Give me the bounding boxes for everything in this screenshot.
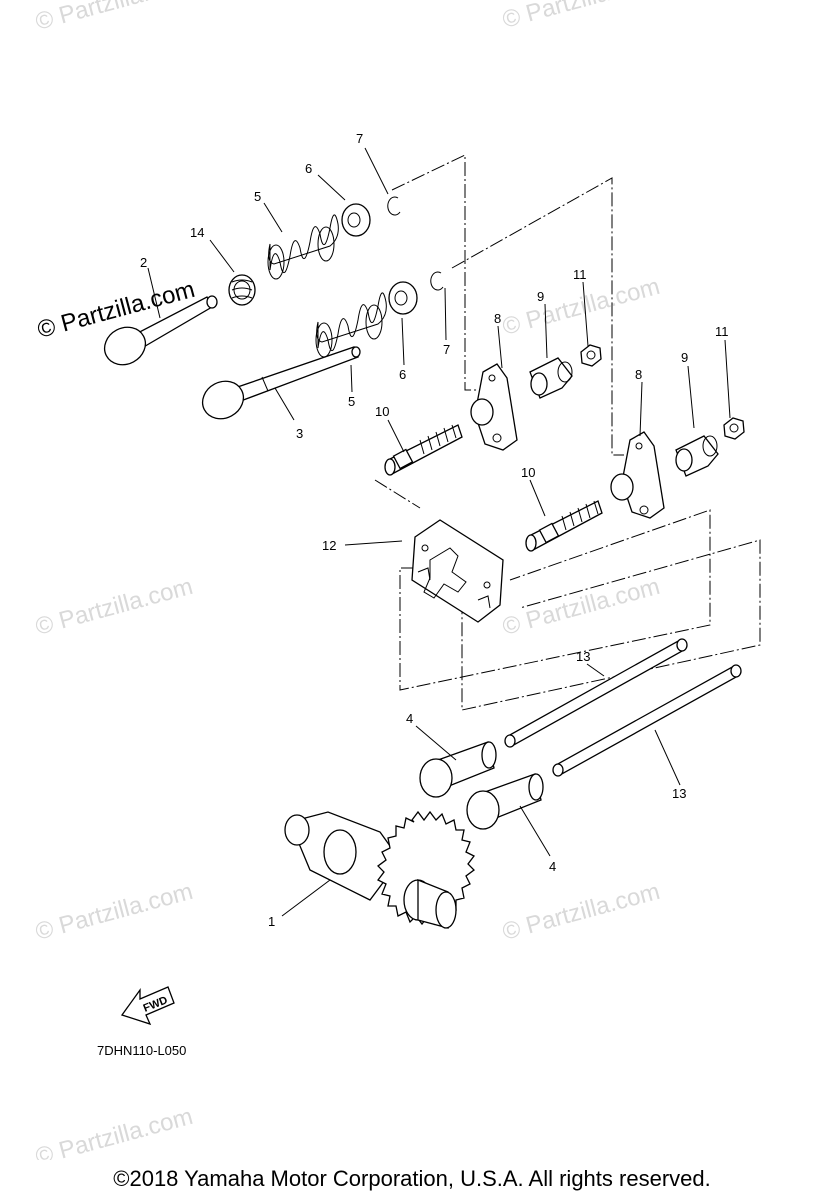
valve-spring-lower (315, 292, 387, 358)
valve-spring-upper (267, 214, 339, 280)
push-rod-guide-plate (411, 519, 504, 623)
callout-13-lower: 13 (672, 786, 686, 801)
push-rod-upper (504, 638, 688, 748)
watermark: © Partzilla.com (500, 878, 663, 946)
rocker-arm-left (470, 363, 518, 451)
watermark: © Partzilla.com (33, 0, 196, 36)
callout-10-left: 10 (375, 404, 389, 419)
watermark-layer: © Partzilla.com © Partzilla.com © Partzi… (33, 0, 663, 1160)
callout-3: 3 (296, 426, 303, 441)
valve-stem-seal (228, 274, 256, 306)
watermark: © Partzilla.com (33, 1103, 196, 1160)
callout-1: 1 (268, 914, 275, 929)
camshaft-gear (284, 810, 475, 929)
callout-7-upper: 7 (356, 131, 363, 146)
copyright-notice: ©2018 Yamaha Motor Corporation, U.S.A. A… (113, 1166, 711, 1191)
callout-6-lower: 6 (399, 367, 406, 382)
rocker-pivot-left (529, 357, 573, 399)
watermark: © Partzilla.com (33, 878, 196, 946)
locknut-left (580, 344, 602, 367)
callout-9-right: 9 (681, 350, 688, 365)
callout-8-right: 8 (635, 367, 642, 382)
callout-11-left: 11 (573, 267, 587, 282)
callout-11-right: 11 (715, 324, 729, 339)
callout-10-right: 10 (521, 465, 535, 480)
valve-exhaust (201, 346, 361, 420)
callout-4-upper: 4 (406, 711, 413, 726)
alignment-lines (374, 154, 761, 711)
callout-6-upper: 6 (305, 161, 312, 176)
rocker-stud-right (525, 500, 603, 552)
fwd-arrow-icon: FWD (120, 986, 175, 1026)
rocker-arm-right (610, 431, 665, 519)
valve-cotter-lower (430, 271, 444, 291)
valve-lifter-lower (466, 773, 544, 830)
callout-12: 12 (322, 538, 336, 553)
callout-7-lower: 7 (443, 342, 450, 357)
leader-lines (147, 147, 731, 917)
diagram-code: 7DHN110-L050 (97, 1043, 186, 1058)
locknut-right (723, 417, 745, 440)
callout-14: 14 (190, 225, 204, 240)
callout-2: 2 (140, 255, 147, 270)
watermark: © Partzilla.com (33, 573, 196, 641)
callout-13-upper: 13 (576, 649, 590, 664)
valve-intake (103, 295, 218, 366)
push-rod-lower (552, 664, 742, 777)
callout-5-lower: 5 (348, 394, 355, 409)
spring-retainer-lower (388, 281, 418, 315)
callout-9-left: 9 (537, 289, 544, 304)
callout-8-left: 8 (494, 311, 501, 326)
watermark: © Partzilla.com (500, 573, 663, 641)
watermark: © Partzilla.com (500, 273, 663, 341)
valve-lifter-upper (419, 741, 497, 798)
spring-retainer-upper (341, 203, 371, 237)
callout-5-upper: 5 (254, 189, 261, 204)
parts-diagram: © Partzilla.com © Partzilla.com © Partzi… (33, 0, 761, 1160)
rocker-pivot-right (675, 435, 719, 477)
rocker-stud-left (384, 424, 463, 476)
callout-labels: 7 6 5 14 2 11 9 8 11 7 9 6 8 5 10 3 10 1… (140, 131, 729, 929)
valve-cotter-upper (387, 196, 401, 216)
watermark: © Partzilla.com (500, 0, 663, 34)
callout-4-lower: 4 (549, 859, 556, 874)
